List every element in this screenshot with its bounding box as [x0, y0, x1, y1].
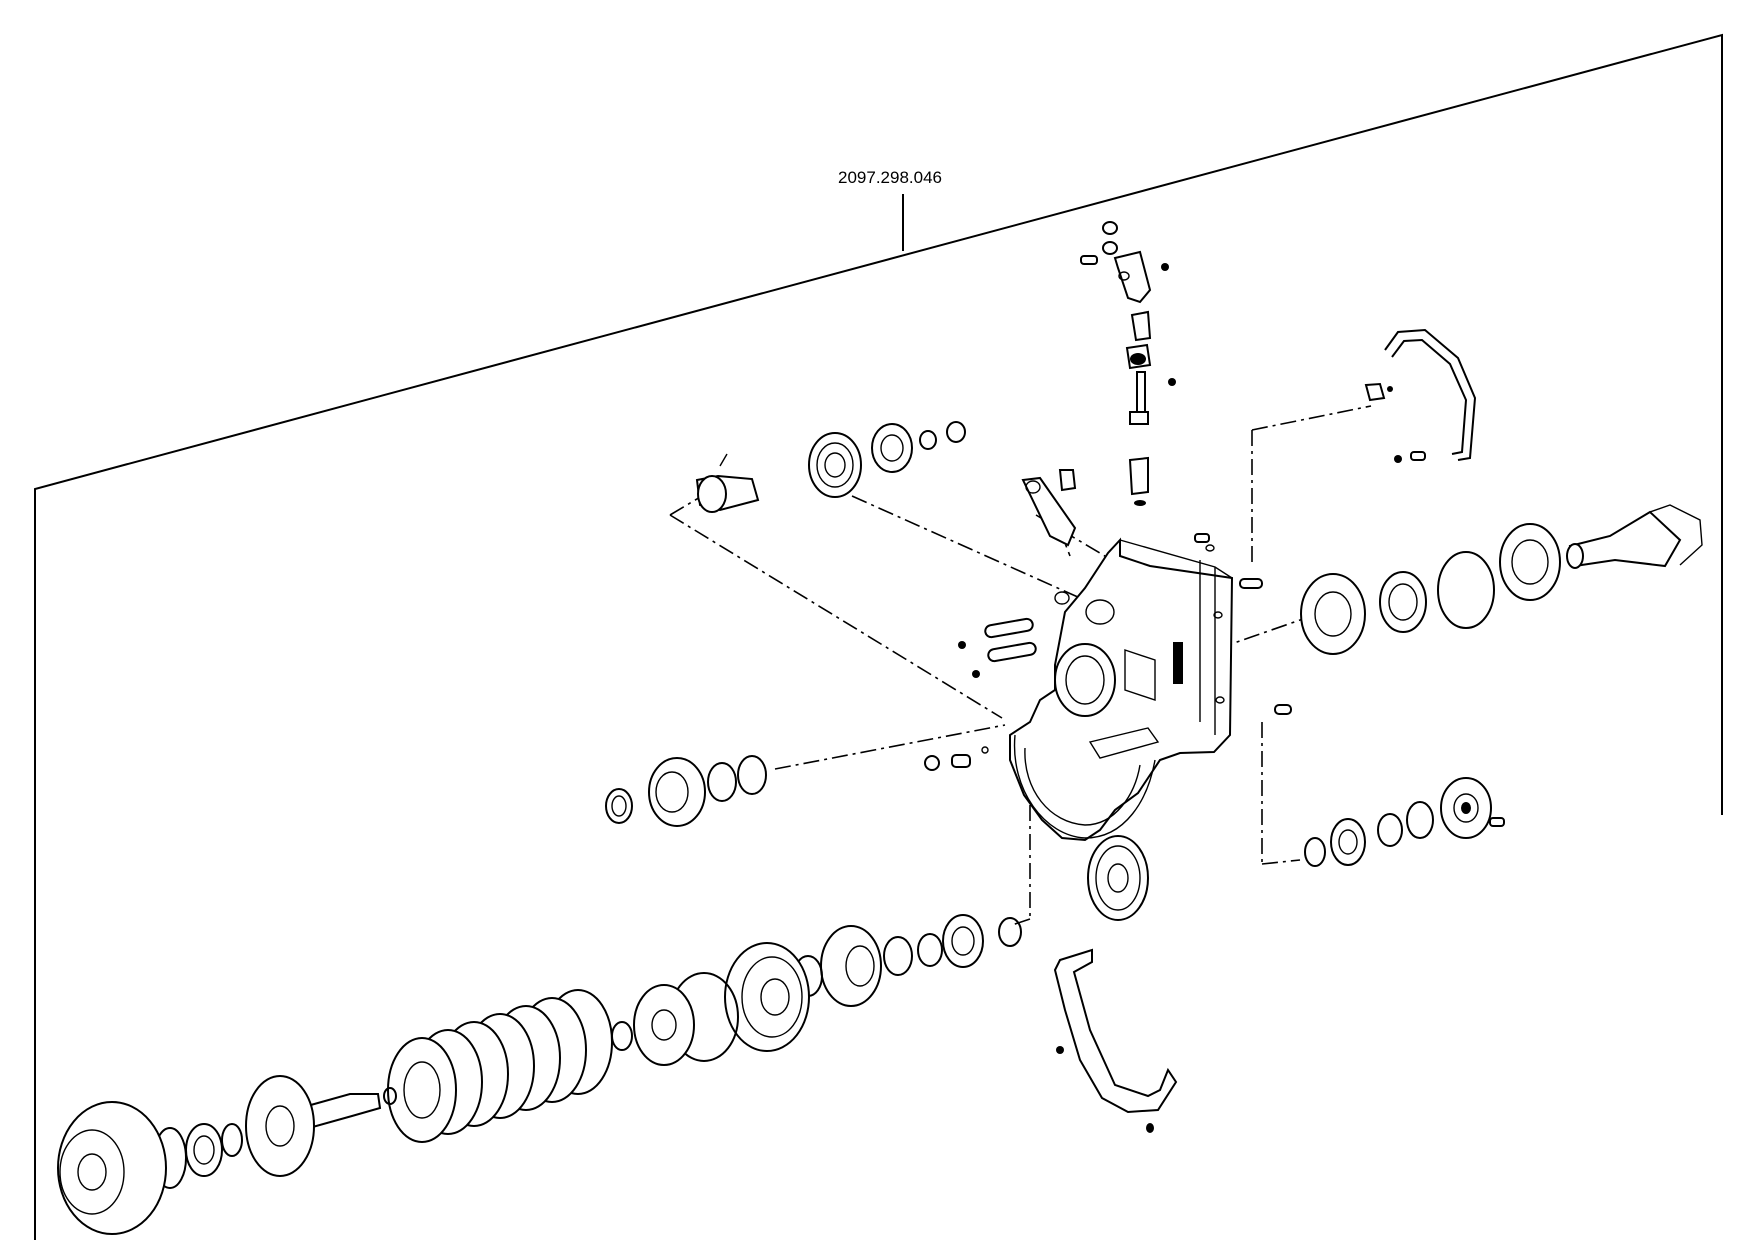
assembly-center-lines	[669, 405, 1372, 926]
transmission-housing	[1009, 537, 1234, 842]
lower-right-bearing-set	[1304, 777, 1492, 867]
dowel-pins	[924, 533, 1505, 1133]
assembly-frame	[34, 33, 1723, 1240]
right-output-shaft-set	[1300, 504, 1703, 655]
oil-pipe	[1364, 328, 1477, 463]
part-number-callout: 2097.298.046	[838, 168, 942, 251]
idler-gear	[1087, 835, 1149, 921]
left-bearing-set	[605, 755, 767, 827]
clutch-pack-set	[57, 914, 1022, 1235]
guard-bracket	[1053, 948, 1178, 1114]
shift-lever	[1021, 469, 1077, 547]
part-number-label: 2097.298.046	[838, 168, 942, 187]
upper-left-gear-set	[695, 421, 966, 513]
control-valve-assembly	[1080, 221, 1176, 506]
